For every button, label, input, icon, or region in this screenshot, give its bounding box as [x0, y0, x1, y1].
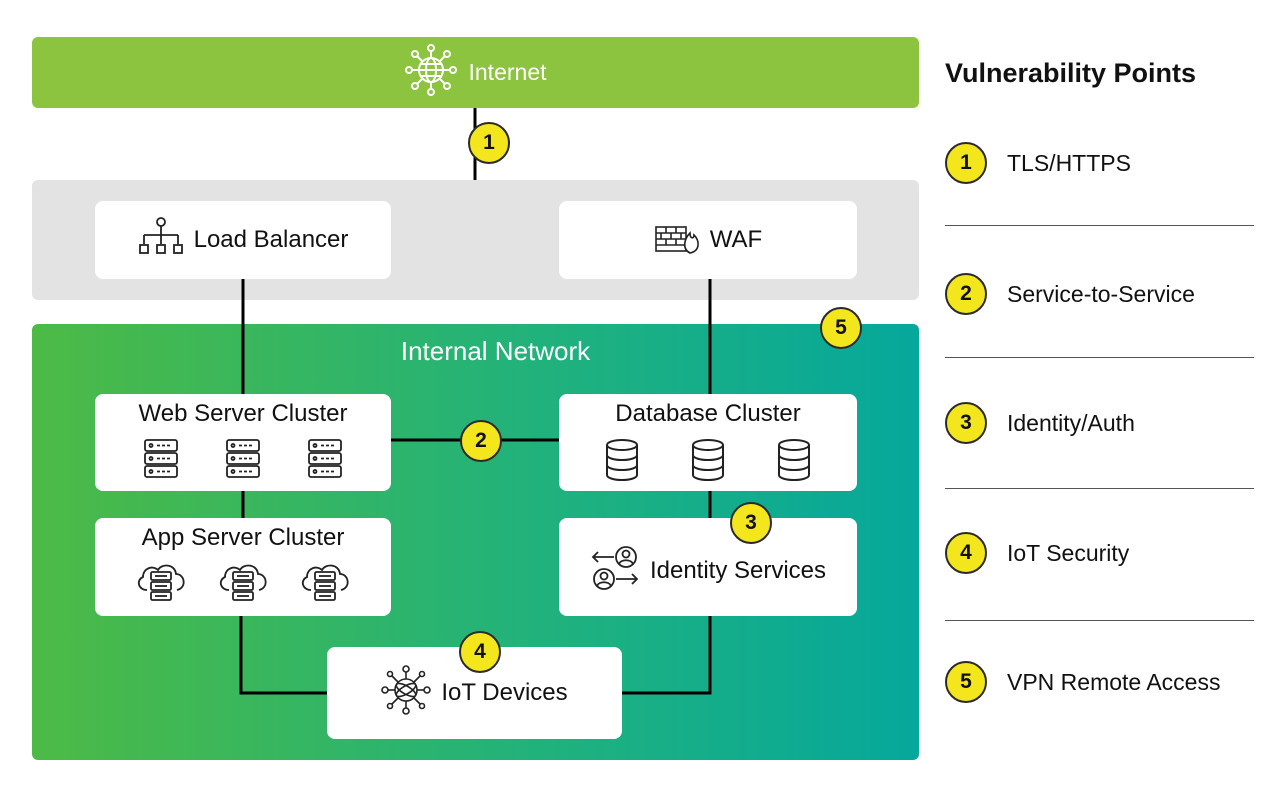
- legend-badge: 5: [945, 661, 987, 703]
- internet-label: Internet: [468, 59, 547, 85]
- legend-divider: [945, 225, 1254, 226]
- legend-title: Vulnerability Points: [945, 58, 1197, 88]
- firewall-icon: [654, 219, 700, 262]
- legend-item[interactable]: 5 VPN Remote Access: [945, 661, 1255, 703]
- wire-identity-to-iot: [622, 616, 712, 695]
- app-server-cluster-label: App Server Cluster: [141, 524, 345, 551]
- globe-network-icon: [404, 44, 457, 101]
- legend-label: Identity/Auth: [1007, 409, 1135, 436]
- waf-label: WAF: [709, 226, 763, 253]
- load-balancer-icon: [138, 216, 184, 264]
- vulnerability-badge-1[interactable]: 1: [468, 122, 510, 164]
- server-rack-icon: [307, 438, 343, 483]
- legend-badge: 3: [945, 402, 987, 444]
- legend-label: TLS/HTTPS: [1007, 149, 1131, 176]
- vulnerability-badge-4[interactable]: 4: [459, 631, 501, 673]
- legend-label: Service-to-Service: [1007, 280, 1195, 307]
- internet-node[interactable]: Internet: [32, 37, 919, 108]
- cloud-server-icon: [215, 560, 271, 609]
- cloud-server-icon: [297, 560, 353, 609]
- database-icon: [690, 438, 726, 487]
- legend-badge: 1: [945, 142, 987, 184]
- legend-divider: [945, 620, 1254, 621]
- legend-divider: [945, 357, 1254, 358]
- legend-label: VPN Remote Access: [1007, 668, 1221, 695]
- identity-services-node[interactable]: Identity Services: [559, 518, 857, 616]
- legend-item[interactable]: 4 IoT Security: [945, 532, 1255, 574]
- web-server-cluster-node[interactable]: Web Server Cluster: [95, 394, 391, 491]
- server-rack-icon: [225, 438, 261, 483]
- legend-badge: 2: [945, 273, 987, 315]
- app-server-cluster-node[interactable]: App Server Cluster: [95, 518, 391, 616]
- waf-node[interactable]: WAF: [559, 201, 857, 279]
- legend-item[interactable]: 2 Service-to-Service: [945, 273, 1255, 315]
- database-icon: [776, 438, 812, 487]
- vulnerability-badge-2[interactable]: 2: [460, 420, 502, 462]
- vulnerability-badge-5[interactable]: 5: [820, 307, 862, 349]
- web-server-cluster-label: Web Server Cluster: [138, 400, 348, 427]
- database-icon: [604, 438, 640, 487]
- legend-item[interactable]: 1 TLS/HTTPS: [945, 142, 1255, 184]
- internal-network-title: Internal Network: [400, 336, 591, 366]
- wire-app-to-iot: [239, 616, 327, 695]
- server-rack-icon: [143, 438, 179, 483]
- database-cluster-node[interactable]: Database Cluster: [559, 394, 857, 491]
- cloud-server-icon: [133, 560, 189, 609]
- legend-item[interactable]: 3 Identity/Auth: [945, 402, 1255, 444]
- load-balancer-label: Load Balancer: [193, 226, 349, 253]
- legend-badge: 4: [945, 532, 987, 574]
- user-exchange-icon: [590, 543, 640, 600]
- load-balancer-node[interactable]: Load Balancer: [95, 201, 391, 279]
- legend-divider: [945, 488, 1254, 489]
- database-cluster-label: Database Cluster: [615, 400, 801, 427]
- vulnerability-badge-3[interactable]: 3: [730, 502, 772, 544]
- iot-devices-label: IoT Devices: [441, 679, 568, 706]
- iot-network-icon: [381, 664, 432, 722]
- identity-services-label: Identity Services: [649, 557, 827, 584]
- legend-label: IoT Security: [1007, 539, 1130, 566]
